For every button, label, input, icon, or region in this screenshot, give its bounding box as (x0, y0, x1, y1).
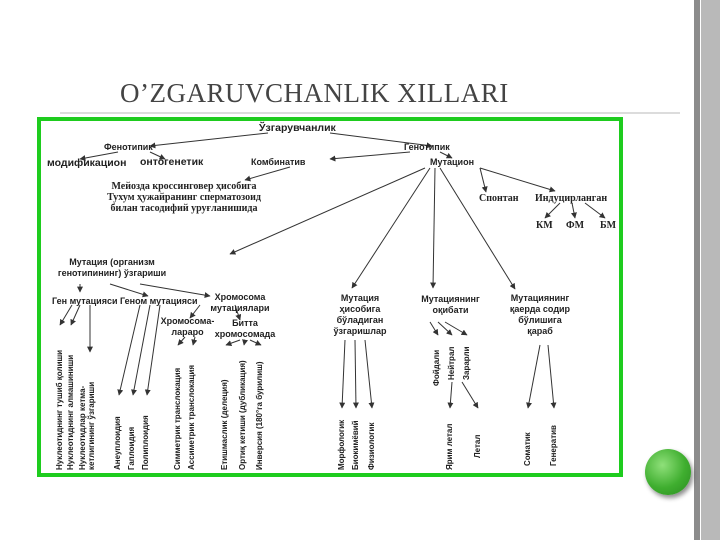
leaf-aneuploidy: Анеуплоидия (113, 416, 122, 470)
node-meiosis-note: Мейозда кроссинговер ҳисобига Тухум ҳужа… (107, 181, 261, 214)
node-induced: Индуцирланган (535, 193, 608, 204)
node-chromosome-mutations: Хромосома мутациялари (210, 292, 270, 313)
leaf-beneficial: Фойдали (432, 349, 441, 386)
leaf-nucleotide-replace: Нуклеотиднинг алмашиниши (66, 354, 75, 470)
node-modification: модификацион (47, 157, 127, 169)
leaf-biochemical: Биокимёвий (351, 420, 360, 470)
node-mutation-result: Мутациянинг оқибати (421, 294, 480, 315)
leaf-haploidy: Гаплоидия (127, 426, 136, 470)
node-mutation-location: Мутациянинг қаерда содир бўлишига қараб (509, 293, 571, 336)
node-bm: БМ (600, 220, 617, 231)
node-gene-mutations: Ген мутацияси (52, 296, 118, 306)
node-km: КМ (536, 220, 553, 231)
node-intrachromosomal: Битта хромосомада (214, 318, 276, 339)
leaf-duplication: Ортиқ кетиши (дубликация) (238, 360, 247, 470)
leaf-neutral: Нейтрал (447, 346, 456, 380)
node-spontaneous: Спонтан (479, 193, 519, 204)
node-interchromosomal: Хромосома- лараро (160, 316, 215, 337)
node-genome-mutations: Геном мутацияси (120, 296, 198, 306)
node-combinative: Комбинатив (251, 157, 306, 167)
node-ontogenetic: онтогенетик (140, 156, 204, 168)
diagram-frame (37, 117, 623, 477)
node-fm: ФМ (566, 220, 585, 231)
leaf-harmful: Зарарли (462, 346, 471, 380)
leaf-nucleotide-drop: Нуклеотиднинг тушиб қолиши (55, 349, 64, 470)
leaf-morphological: Морфологик (337, 419, 346, 470)
node-phenotypic: Фенотипик (104, 142, 153, 152)
slide-nav-button[interactable] (645, 449, 691, 495)
node-root: Ўзгарувчанлик (259, 122, 336, 134)
leaf-generative: Генератив (549, 425, 558, 466)
node-genotypic: Генотипик (404, 142, 450, 152)
leaf-polyploidy: Полиплоидия (141, 415, 150, 470)
leaf-inversion: Инверсия (180°га бурилиш) (255, 361, 264, 470)
leaf-nucleotide-order: Нуклеотидлар кетма- кетлигининг ўзгариши (78, 381, 96, 470)
leaf-lethal: Летал (473, 434, 482, 458)
leaf-somatic: Соматик (523, 432, 532, 466)
node-mutational: Мутацион (430, 157, 475, 167)
leaf-asym-translocation: Ассиметрик транслокация (187, 364, 196, 470)
leaf-semi-lethal: Ярим летал (445, 423, 454, 470)
node-mutation-by-change: Мутация ҳисобига бўладиган ўзгаришлар (333, 293, 387, 336)
leaf-physiological: Физиологик (367, 422, 376, 470)
leaf-sym-translocation: Симметрик транслокация (173, 367, 182, 470)
node-mutation-by-genotype: Мутация (организм генотипининг) ўзгариши (57, 257, 167, 278)
slide-title: O’ZGARUVCHANLIK XILLARI (120, 78, 509, 108)
leaf-deletion: Етишмаслик (делеция) (220, 379, 229, 470)
